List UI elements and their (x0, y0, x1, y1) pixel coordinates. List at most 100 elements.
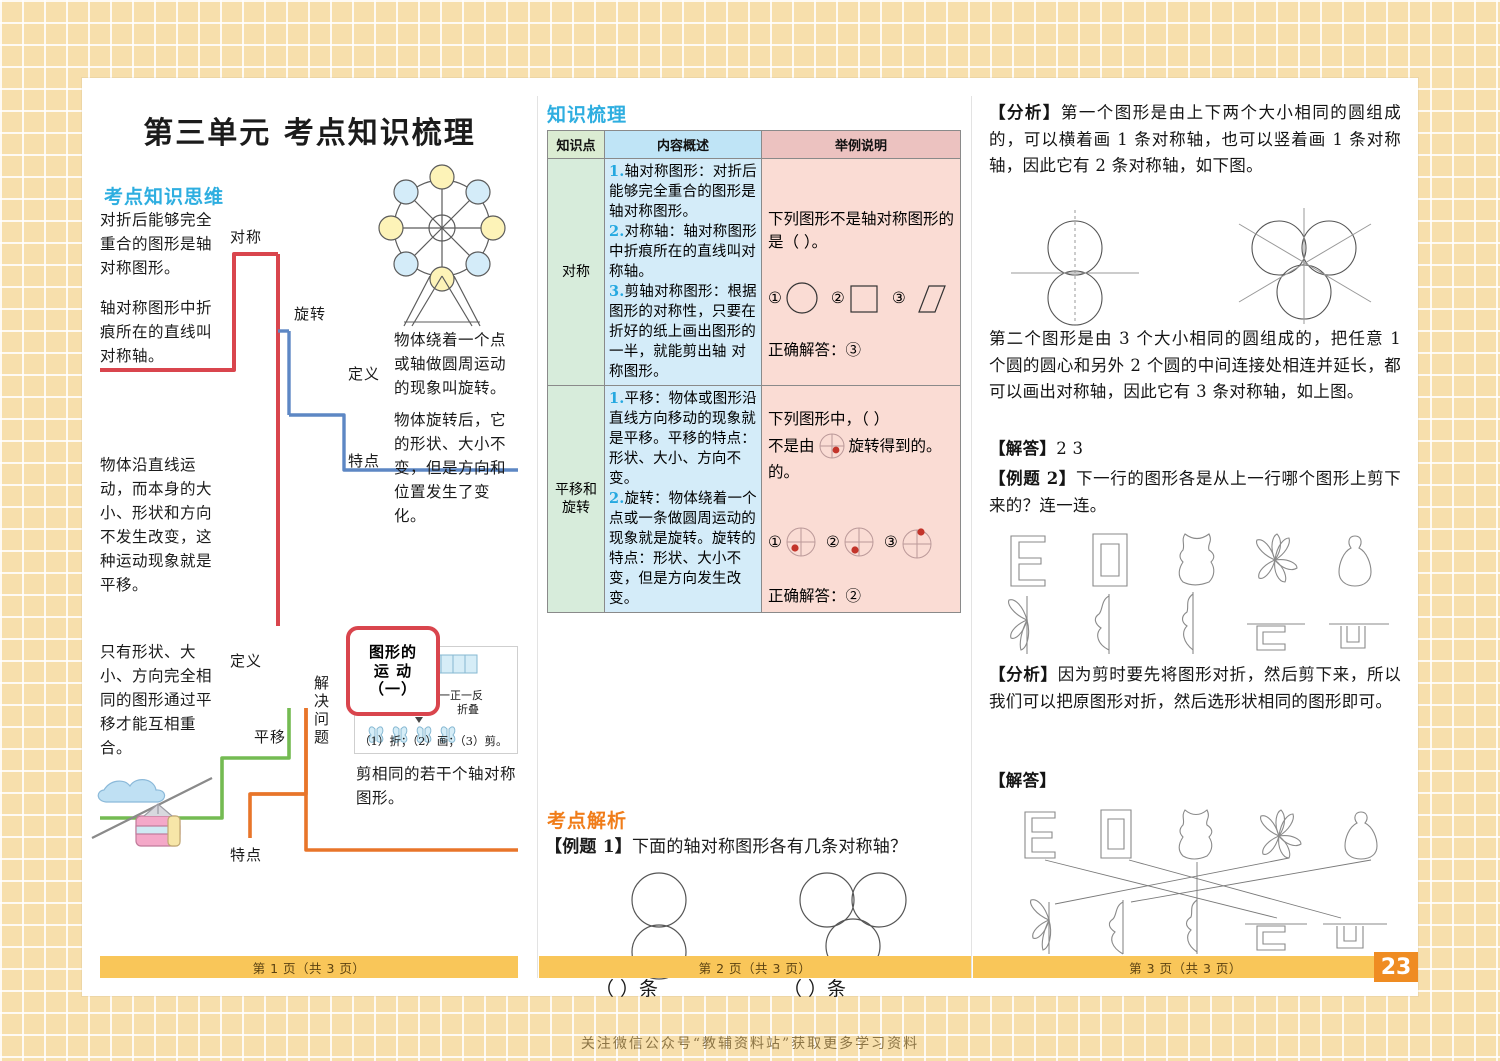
page-footer-1: 第 1 页（共 3 页） (100, 956, 518, 978)
text-symmetry-definition: 对折后能够完全重合的图形是轴对称图形。 (100, 211, 213, 278)
row2-question-line1: 下列图形中，（ ） (768, 410, 890, 429)
vase-shape-answer (1344, 811, 1378, 860)
bottom-watermark-note: 关注微信公众号“教辅资料站”获取更多学习资料 (580, 1036, 920, 1052)
example1-text: 下面的轴对称图形各有几条对称轴？ (631, 837, 908, 857)
text-translation-definition: 只有形状、大小、方向完全相同的图形通过平移才能互相重合。 (100, 643, 213, 758)
ferris-wheel-illustration (378, 164, 506, 327)
inset-steps: （1）折；（2）画；（3）剪。 (359, 734, 508, 748)
center-node-line-3: （一） (368, 680, 417, 699)
row2-item1-num: 1. (609, 390, 625, 407)
rotation-option-2-icon (844, 527, 874, 557)
answer1-value: 2 3 (1056, 439, 1084, 458)
row1-option-2: ② (831, 281, 880, 315)
knowledge-table-wrap: 知识点 内容概述 举例说明 对称 1.轴对称图形：对折后能够完全重合的图形是轴对… (547, 130, 961, 613)
column-solutions: 【分析】第一个图形是由上下两个大小相同的圆组成的，可以横着画 1 条对称轴，也可… (973, 78, 1418, 996)
column-divider-1 (537, 96, 538, 978)
letter-e-shape-answer (1024, 811, 1056, 859)
section-heading-analysis: 考点解析 (547, 810, 628, 832)
row2-topic: 平移和旋转 (547, 385, 605, 613)
table-header-topic: 知识点 (547, 130, 605, 159)
half-letter-e-shape (1256, 625, 1286, 651)
letter-e-shape (1010, 535, 1046, 587)
table-row: 对称 1.轴对称图形：对折后能够完全重合的图形是轴对称图形。 2.对称轴：轴对称… (547, 158, 961, 386)
answer1-block: 【解答】2 3 (989, 436, 1401, 463)
page-number-badge: 23 (1374, 952, 1418, 982)
vest-shape-answer (1178, 809, 1213, 860)
row1-example-question: 下列图形不是轴对称图形的是（ ）。 (768, 210, 955, 251)
row1-item1-text: 轴对称图形：对折后能够完全重合的图形是轴对称图形。 (609, 164, 757, 220)
text-rotation-characteristic: 物体旋转后，它的形状、大小不变，但是方向和位置发生了变化。 (394, 411, 507, 526)
rectangle-frame-shape (1092, 533, 1128, 587)
vest-shape (1178, 533, 1215, 586)
row2-option-3: ③ (884, 523, 936, 561)
rectangle-frame-shape-answer (1100, 809, 1132, 859)
half-flower-shape (1008, 599, 1030, 651)
row1-topic: 对称 (547, 158, 605, 386)
analysis2-text: 第二个图形是由 3 个大小相同的圆组成的，把任意 1 个圆的圆心和另外 2 个圆… (989, 329, 1401, 402)
example2-shape-rows (1008, 533, 1389, 654)
rotation-option-3-icon (902, 528, 932, 559)
page-title: 第三单元 考点知识梳理 (143, 116, 476, 151)
text-translation-characteristic: 物体沿直线运动，而本身的大小、形状和方向不发生改变，这种运动现象就是平移。 (100, 456, 213, 595)
half-vase-shape (1094, 595, 1110, 651)
flower-shape (1256, 533, 1298, 583)
branch-label-rotation: 旋转 (294, 305, 327, 323)
branch-label-symmetry: 对称 (230, 228, 263, 246)
column-knowledge-table: 知识梳理 知识点 内容概述 举例说明 对称 1.轴对称图形：对折后能够完全重合的… (539, 78, 971, 1000)
example2-label: 【例题 2】 (989, 469, 1076, 488)
row2-example: 下列图形中，（ ） 不是由 旋转得到的。 的。 (761, 385, 961, 613)
center-node-line-2: 运 动 (373, 661, 413, 680)
half-rectangle-shape-answer (1336, 926, 1364, 949)
section-heading-mindmap: 考点知识思维 (104, 186, 225, 208)
table-header-row: 知识点 内容概述 举例说明 (547, 130, 961, 159)
mindmap-connectors (91, 164, 518, 852)
half-vest-shape-answer (1185, 899, 1198, 953)
row1-item2-text: 对称轴：轴对称图形中折痕所在的直线叫对称轴。 (609, 224, 757, 280)
row1-item3-num: 3. (609, 283, 625, 300)
row1-item3-text: 剪轴对称图形：根据图形的对称性，只要在折好的纸上画出图形的一半，就能剪出轴 对称… (609, 284, 757, 380)
answer1-label: 【解答】 (989, 439, 1057, 458)
half-flower-shape-answer (1030, 899, 1052, 951)
rotation-circle-icon (819, 433, 845, 459)
half-vase-shape-answer (1108, 901, 1124, 955)
branch-label-rotation-characteristic: 特点 (348, 452, 381, 470)
example2-text: 下一行的图形各是从上一行哪个图形上剪下来的？连一连。 (989, 469, 1401, 515)
row2-option-1: ① (768, 523, 820, 561)
column-mindmap: 第三单元 考点知识梳理 考点知识思维 (82, 78, 537, 996)
page-footer-3: 第 3 页（共 3 页） (973, 956, 1398, 978)
page-footer-2: 第 2 页（共 3 页） (539, 956, 971, 978)
square-shape-icon (850, 285, 878, 313)
mindmap-center-node[interactable]: 图形的 运 动 （一） (346, 626, 440, 716)
row1-content: 1.轴对称图形：对折后能够完全重合的图形是轴对称图形。 2.对称轴：轴对称图形中… (604, 158, 762, 386)
flower-shape-answer (1260, 809, 1302, 859)
column-divider-2 (971, 96, 972, 978)
analysis1-text: 第一个图形是由上下两个大小相同的圆组成的，可以横着画 1 条对称轴，也可以竖着画… (989, 103, 1401, 176)
text-symmetry-axis: 轴对称图形中折痕所在的直线叫对称轴。 (100, 299, 213, 366)
row1-options: ① ② ③ (768, 281, 954, 315)
branch-label-translation: 平移 (254, 728, 287, 746)
row1-option-3: ③ (892, 281, 946, 315)
half-vest-shape (1181, 593, 1194, 651)
example1-blank-b: （ ）条 (783, 978, 847, 1000)
row2-item1-text: 平移：物体或图形沿直线方向移动的现象就是平移。平移的特点：形状、大小、方向不变。 (609, 391, 757, 487)
row2-options: ① ② (768, 523, 954, 561)
analysis3-block: 【分析】因为剪时要先将图形对折，然后剪下来，所以我们可以把原图形对折，然后选形状… (989, 662, 1401, 715)
table-header-example: 举例说明 (761, 130, 961, 159)
row1-example: 下列图形不是轴对称图形的是（ ）。 ① ② (761, 158, 961, 386)
example2-block: 【例题 2】下一行的图形各是从上一行哪个图形上剪下来的？连一连。 (989, 466, 1401, 519)
branch-label-rotation-definition: 定义 (348, 365, 381, 383)
analysis1-label: 【分析】 (989, 103, 1061, 122)
example1-blank-a: （ ）条 (595, 978, 659, 1000)
parallelogram-shape-icon (917, 285, 946, 313)
text-problem-solving: 剪相同的若干个轴对称图形。 (356, 765, 517, 808)
row2-option-2: ② (826, 523, 878, 561)
worksheet-sheet: 第三单元 考点知识梳理 考点知识思维 (82, 78, 1418, 1000)
analysis3-label: 【分析】 (989, 665, 1058, 684)
row2-content: 1.平移：物体或图形沿直线方向移动的现象就是平移。平移的特点：形状、大小、方向不… (604, 385, 762, 613)
table-header-content: 内容概述 (604, 130, 762, 159)
text-rotation-definition: 物体绕着一个点或轴做圆周运动的现象叫旋转。 (394, 331, 507, 398)
center-node-line-1: 图形的 (368, 642, 417, 661)
example1-line: 【例题 1】下面的轴对称图形各有几条对称轴？ (545, 832, 969, 857)
branch-label-translation-definition: 定义 (230, 652, 263, 670)
cable-car-illustration (91, 777, 213, 847)
